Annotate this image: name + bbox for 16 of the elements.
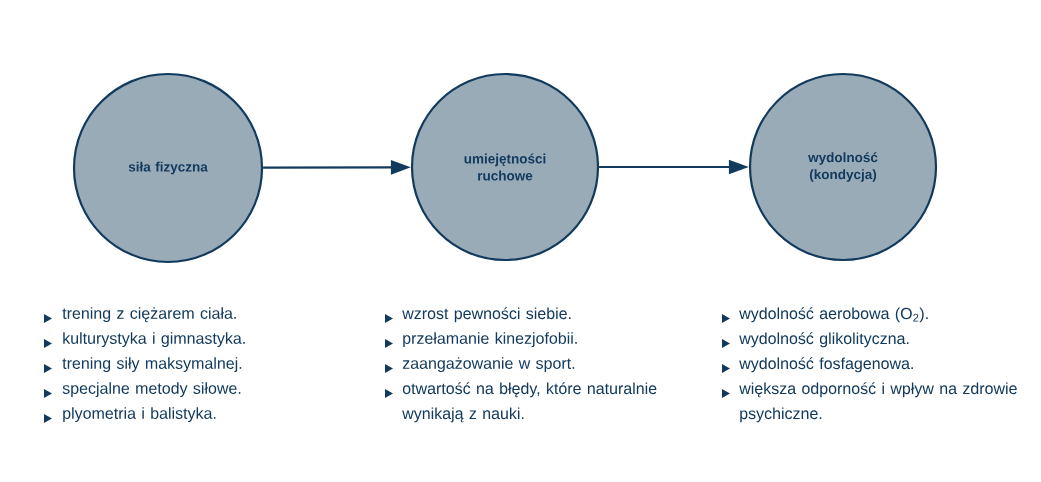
circle-node: wydolność (kondycja): [748, 72, 938, 262]
list-item: wzrost pewności siebie.: [402, 307, 571, 323]
list-item: otwartość na błędy, które naturalnie wynikają z nauki.: [402, 382, 657, 423]
list-item: plyometria i balistyka.: [63, 407, 216, 423]
circle-node: umiejętności ruchowe: [410, 72, 600, 262]
list-item: kulturystyka i gimnastyka.: [63, 332, 245, 348]
list-item: wydolność glikolityczna.: [739, 332, 909, 348]
list-item: specjalne metody siłowe.: [62, 382, 241, 398]
list-item: wydolność aerobowa (O$_{2}$).: [739, 307, 928, 323]
list-item: trening siły maksymalnej.: [62, 357, 242, 373]
list-item: większa odporność i wpływ na zdrowie psychiczne.: [739, 382, 1017, 423]
list-item: wydolność fosfagenowa.: [739, 357, 913, 373]
list-item: przełamanie kinezjofobii.: [403, 332, 577, 348]
circle-node: siła fizyczna: [72, 72, 264, 264]
list-item: trening z ciężarem ciała.: [62, 307, 236, 323]
list-item: zaangażowanie w sport.: [402, 357, 575, 373]
